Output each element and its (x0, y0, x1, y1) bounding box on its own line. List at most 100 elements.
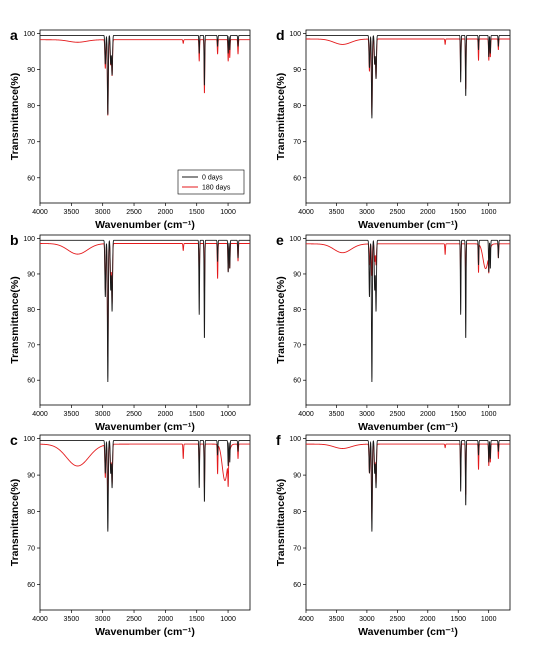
y-axis-label: Transmittance(%) (275, 276, 287, 364)
x-tick-label: 2500 (126, 411, 142, 418)
panel-label: d (276, 27, 285, 43)
series-line-180-days (40, 39, 250, 116)
plot-frame-d (305, 29, 511, 204)
y-tick-label: 80 (293, 307, 301, 314)
y-tick-label: 100 (23, 436, 35, 443)
x-axis-label: Wavenumber (cm⁻¹) (358, 626, 458, 638)
y-tick-label: 60 (27, 378, 35, 385)
y-tick-label: 70 (27, 546, 35, 553)
x-axis-label: Wavenumber (cm⁻¹) (95, 219, 195, 231)
x-tick-label: 1500 (189, 616, 205, 623)
series-line-180-days (306, 38, 510, 115)
x-tick-label: 4000 (32, 616, 48, 623)
x-tick-label: 3500 (64, 209, 80, 216)
x-tick-label: 3000 (95, 616, 111, 623)
x-tick-label: 1500 (189, 209, 205, 216)
x-axis-label: Wavenumber (cm⁻¹) (358, 421, 458, 433)
series-line-0-days (306, 239, 510, 382)
x-tick-label: 3500 (329, 209, 345, 216)
x-tick-label: 1000 (220, 411, 236, 418)
x-tick-label: 2500 (390, 209, 406, 216)
legend-entry: 180 days (202, 185, 231, 192)
plot-frame-f (305, 434, 511, 611)
x-tick-label: 3000 (359, 209, 375, 216)
y-tick-label: 60 (27, 175, 35, 182)
panel-label: a (10, 27, 18, 43)
y-tick-label: 70 (293, 139, 301, 146)
panel-a: 4000 3500 3000 2500 2000 1500 1000 60 70 80 90 100W… (9, 27, 251, 231)
legend-entry: 0 days (202, 175, 223, 182)
y-tick-label: 60 (27, 582, 35, 589)
plot-frame-c (39, 434, 251, 611)
y-axis-label: Transmittance(%) (275, 73, 287, 161)
x-tick-label: 1000 (220, 209, 236, 216)
x-tick-label: 3500 (329, 411, 345, 418)
series-line-0-days (40, 34, 250, 115)
y-tick-label: 70 (27, 342, 35, 349)
y-tick-label: 80 (293, 103, 301, 110)
x-tick-label: 4000 (298, 411, 314, 418)
y-tick-label: 90 (27, 473, 35, 480)
y-tick-label: 100 (289, 236, 301, 243)
y-tick-label: 100 (23, 236, 35, 243)
x-tick-label: 2000 (158, 209, 174, 216)
y-tick-label: 90 (293, 67, 301, 74)
series-line-180-days (306, 243, 510, 286)
y-tick-label: 70 (293, 546, 301, 553)
x-tick-label: 2500 (126, 209, 142, 216)
series-line-180-days (306, 443, 510, 521)
y-tick-label: 80 (27, 509, 35, 516)
y-tick-label: 90 (293, 271, 301, 278)
y-tick-label: 60 (293, 175, 301, 182)
series-line-180-days (40, 243, 250, 357)
y-axis-label: Transmittance(%) (275, 479, 287, 567)
x-tick-label: 2000 (420, 209, 436, 216)
y-axis-label: Transmittance(%) (9, 479, 21, 567)
x-tick-label: 2500 (126, 616, 142, 623)
y-axis-label: Transmittance(%) (9, 276, 21, 364)
y-tick-label: 70 (27, 139, 35, 146)
y-tick-label: 100 (23, 31, 35, 38)
series-line-0-days (40, 239, 250, 382)
x-tick-label: 3000 (359, 411, 375, 418)
x-tick-label: 3500 (329, 616, 345, 623)
y-tick-label: 90 (27, 271, 35, 278)
y-tick-label: 90 (27, 67, 35, 74)
x-tick-label: 2500 (390, 411, 406, 418)
x-tick-label: 3500 (64, 411, 80, 418)
y-tick-label: 60 (293, 378, 301, 385)
x-tick-label: 1500 (450, 411, 466, 418)
x-tick-label: 4000 (32, 209, 48, 216)
y-tick-label: 80 (27, 307, 35, 314)
series-line-0-days (306, 34, 510, 119)
y-tick-label: 70 (293, 342, 301, 349)
x-axis-label: Wavenumber (cm⁻¹) (95, 421, 195, 433)
y-axis-label: Transmittance(%) (9, 73, 21, 161)
x-tick-label: 4000 (298, 616, 314, 623)
x-tick-label: 1000 (481, 411, 497, 418)
panel-e: 4000 3500 3000 2500 2000 1500 1000 60 70 80 90 100W… (275, 232, 511, 433)
plot-frame-e (305, 234, 511, 406)
x-axis-label: Wavenumber (cm⁻¹) (95, 626, 195, 638)
panel-label: f (276, 432, 281, 448)
x-tick-label: 3000 (95, 209, 111, 216)
panel-label: e (276, 232, 284, 248)
y-tick-label: 80 (27, 103, 35, 110)
y-tick-label: 90 (293, 473, 301, 480)
x-tick-label: 3500 (64, 616, 80, 623)
x-tick-label: 1000 (220, 616, 236, 623)
x-tick-label: 1000 (481, 616, 497, 623)
x-tick-label: 3000 (95, 411, 111, 418)
series-line-180-days (39, 443, 250, 504)
y-tick-label: 100 (289, 436, 301, 443)
x-axis-label: Wavenumber (cm⁻¹) (358, 219, 458, 231)
x-tick-label: 2500 (390, 616, 406, 623)
x-tick-label: 4000 (32, 411, 48, 418)
x-tick-label: 2000 (420, 411, 436, 418)
x-tick-label: 4000 (298, 209, 314, 216)
